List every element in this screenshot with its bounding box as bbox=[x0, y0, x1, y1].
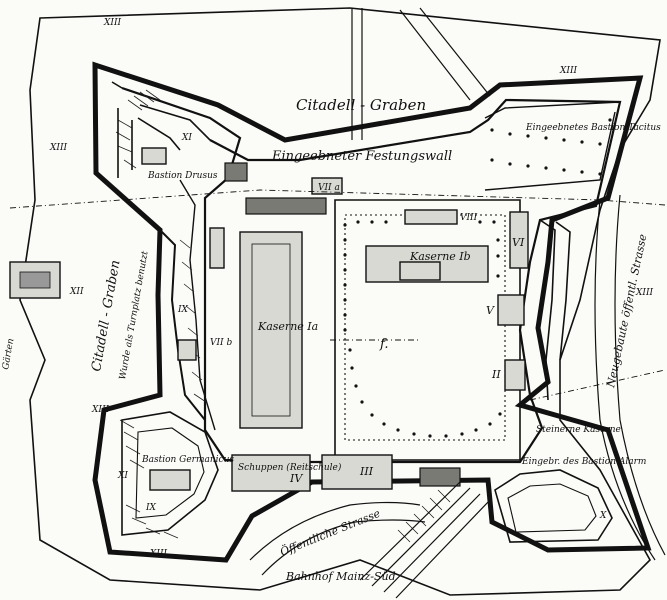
roman-numeral-11: XIII bbox=[149, 549, 168, 559]
label-building-3: III bbox=[359, 465, 374, 478]
fortress-outer-wall bbox=[92, 61, 652, 563]
label-building-8: VIII bbox=[460, 213, 478, 223]
roman-numeral-9: IX bbox=[177, 305, 189, 315]
label-building-5: V bbox=[486, 304, 495, 317]
label-sports-ground: Wurde als Turnplatz benutzt bbox=[118, 250, 151, 381]
survey-line-3 bbox=[529, 369, 666, 401]
roman-numeral-2: XIII bbox=[49, 143, 68, 153]
left-casemate-wall bbox=[159, 229, 206, 421]
gate-house bbox=[311, 177, 343, 195]
roman-numeral-10: X bbox=[599, 511, 607, 521]
building-ii bbox=[504, 359, 526, 391]
new-street-right bbox=[594, 199, 656, 561]
tree-rows bbox=[343, 118, 612, 438]
label-citadel-moat-left: Citadell - Graben bbox=[89, 259, 123, 373]
building-vii-a bbox=[245, 197, 327, 215]
label-gardens: Gärten bbox=[1, 337, 16, 370]
building-v bbox=[497, 294, 525, 326]
bastion-germanicus-walls bbox=[121, 411, 219, 536]
bastion-germanicus-inner bbox=[135, 427, 205, 519]
label-bastion-barracks: Eingebr. des Bastion Alarm bbox=[521, 457, 646, 467]
guardhouse bbox=[224, 162, 248, 182]
bottom-right-bastion-walls bbox=[494, 469, 613, 543]
kaserne-1a-inner bbox=[251, 243, 291, 417]
left-inner-wall bbox=[179, 179, 216, 431]
survey-line bbox=[9, 189, 666, 209]
label-filled-wall: Eingeebneter Festungswall bbox=[271, 149, 452, 164]
bastion-drusus-building bbox=[141, 147, 167, 165]
railway-tracks bbox=[359, 481, 491, 599]
bastion-drusus-walls bbox=[111, 81, 211, 178]
label-public-street: Öffentliche Strasse bbox=[278, 506, 383, 559]
label-station: Bahnhof Mainz-Süd bbox=[285, 570, 396, 583]
label-building-2: II bbox=[491, 368, 501, 381]
label-building-4: IV bbox=[289, 472, 303, 485]
roman-numeral-3: XIII bbox=[635, 288, 654, 298]
roman-numeral-0: XIII bbox=[103, 18, 122, 28]
label-building-6: VI bbox=[512, 236, 525, 249]
roman-numeral-7: XI bbox=[117, 471, 128, 481]
building-viii bbox=[404, 209, 458, 225]
top-channel bbox=[351, 8, 363, 140]
roman-numeral-6: XI bbox=[181, 133, 192, 143]
detached-outwork-inner bbox=[19, 271, 51, 289]
enclosure-wall bbox=[334, 199, 521, 461]
roman-numeral-1: XIII bbox=[559, 66, 578, 76]
building-vii-b bbox=[231, 454, 311, 492]
label-f-marker: f. bbox=[379, 337, 388, 352]
bridge-hatching bbox=[397, 489, 451, 543]
roman-numeral-4: XIII bbox=[91, 405, 110, 415]
label-bastion-drusus: Bastion Drusus bbox=[147, 171, 218, 181]
label-building-7a: VII a bbox=[318, 183, 340, 193]
side-building-left-2 bbox=[177, 339, 197, 361]
public-street-edge bbox=[261, 519, 426, 576]
label-stone-barracks: Steinerne Kaserne bbox=[536, 425, 621, 435]
bastion-tacitus-walls bbox=[484, 101, 621, 191]
counterscarp-outline bbox=[19, 7, 661, 596]
label-citadel-moat-top: Citadell - Graben bbox=[296, 96, 426, 114]
label-bastion-germanicus: Bastion Germanicus bbox=[141, 455, 234, 465]
label-building-7b: VII b bbox=[210, 338, 232, 348]
top-right-road bbox=[399, 7, 491, 101]
label-new-street-right: Neugebaute öffentl. Strasse bbox=[604, 232, 650, 389]
new-street-right-edge bbox=[614, 194, 666, 556]
label-kaserne-1a: Kaserne Ia bbox=[257, 320, 318, 333]
right-casemate-walls bbox=[539, 219, 571, 401]
bastion-germanicus-building bbox=[149, 469, 191, 491]
label-exerzierschuppen: Schuppen (Reitschule) bbox=[238, 462, 342, 473]
public-street bbox=[249, 501, 421, 561]
side-building-left bbox=[209, 227, 225, 269]
kaserne-1a-building bbox=[239, 231, 303, 429]
kaserne-1b-annex bbox=[399, 261, 441, 281]
bottom-gate-block bbox=[419, 467, 461, 487]
label-kaserne-1b: Kaserne Ib bbox=[409, 250, 471, 263]
label-bastion-tacitus: Eingeebnetes Bastion Tacitus bbox=[525, 123, 661, 133]
building-iii bbox=[321, 454, 393, 490]
roman-numeral-5: XII bbox=[69, 287, 84, 297]
building-vi bbox=[509, 211, 529, 269]
bottom-right-bastion-inner bbox=[507, 483, 597, 533]
roman-numeral-8: IX bbox=[145, 503, 157, 513]
